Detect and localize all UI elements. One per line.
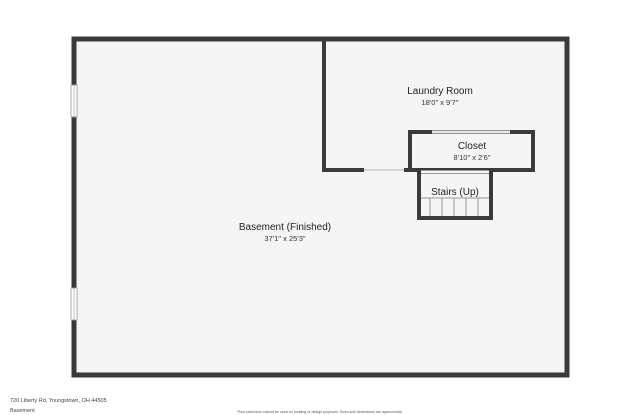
footer-address: 720 Liberty Rd, Youngstown, OH 44505 xyxy=(10,398,107,404)
footer-floor-name: Basement xyxy=(10,408,35,414)
footer-disclaimer: Floor plans/tour cannot be used for buil… xyxy=(237,410,403,414)
laundry-room-name: Laundry Room xyxy=(407,86,473,97)
basement-dims: 37'1" x 25'3" xyxy=(264,234,305,243)
stairs-outline xyxy=(417,170,493,220)
floor-area xyxy=(74,39,567,375)
basement-name: Basement (Finished) xyxy=(239,222,331,233)
closet-name: Closet xyxy=(458,141,487,152)
stairs-name: Stairs (Up) xyxy=(431,187,479,198)
stair-treads xyxy=(421,197,489,216)
laundry-room-dims: 18'0" x 9'7" xyxy=(422,98,459,107)
closet-dims: 8'10" x 2'6" xyxy=(454,153,491,162)
outer-wall xyxy=(71,36,570,378)
closet-outline xyxy=(408,130,535,172)
